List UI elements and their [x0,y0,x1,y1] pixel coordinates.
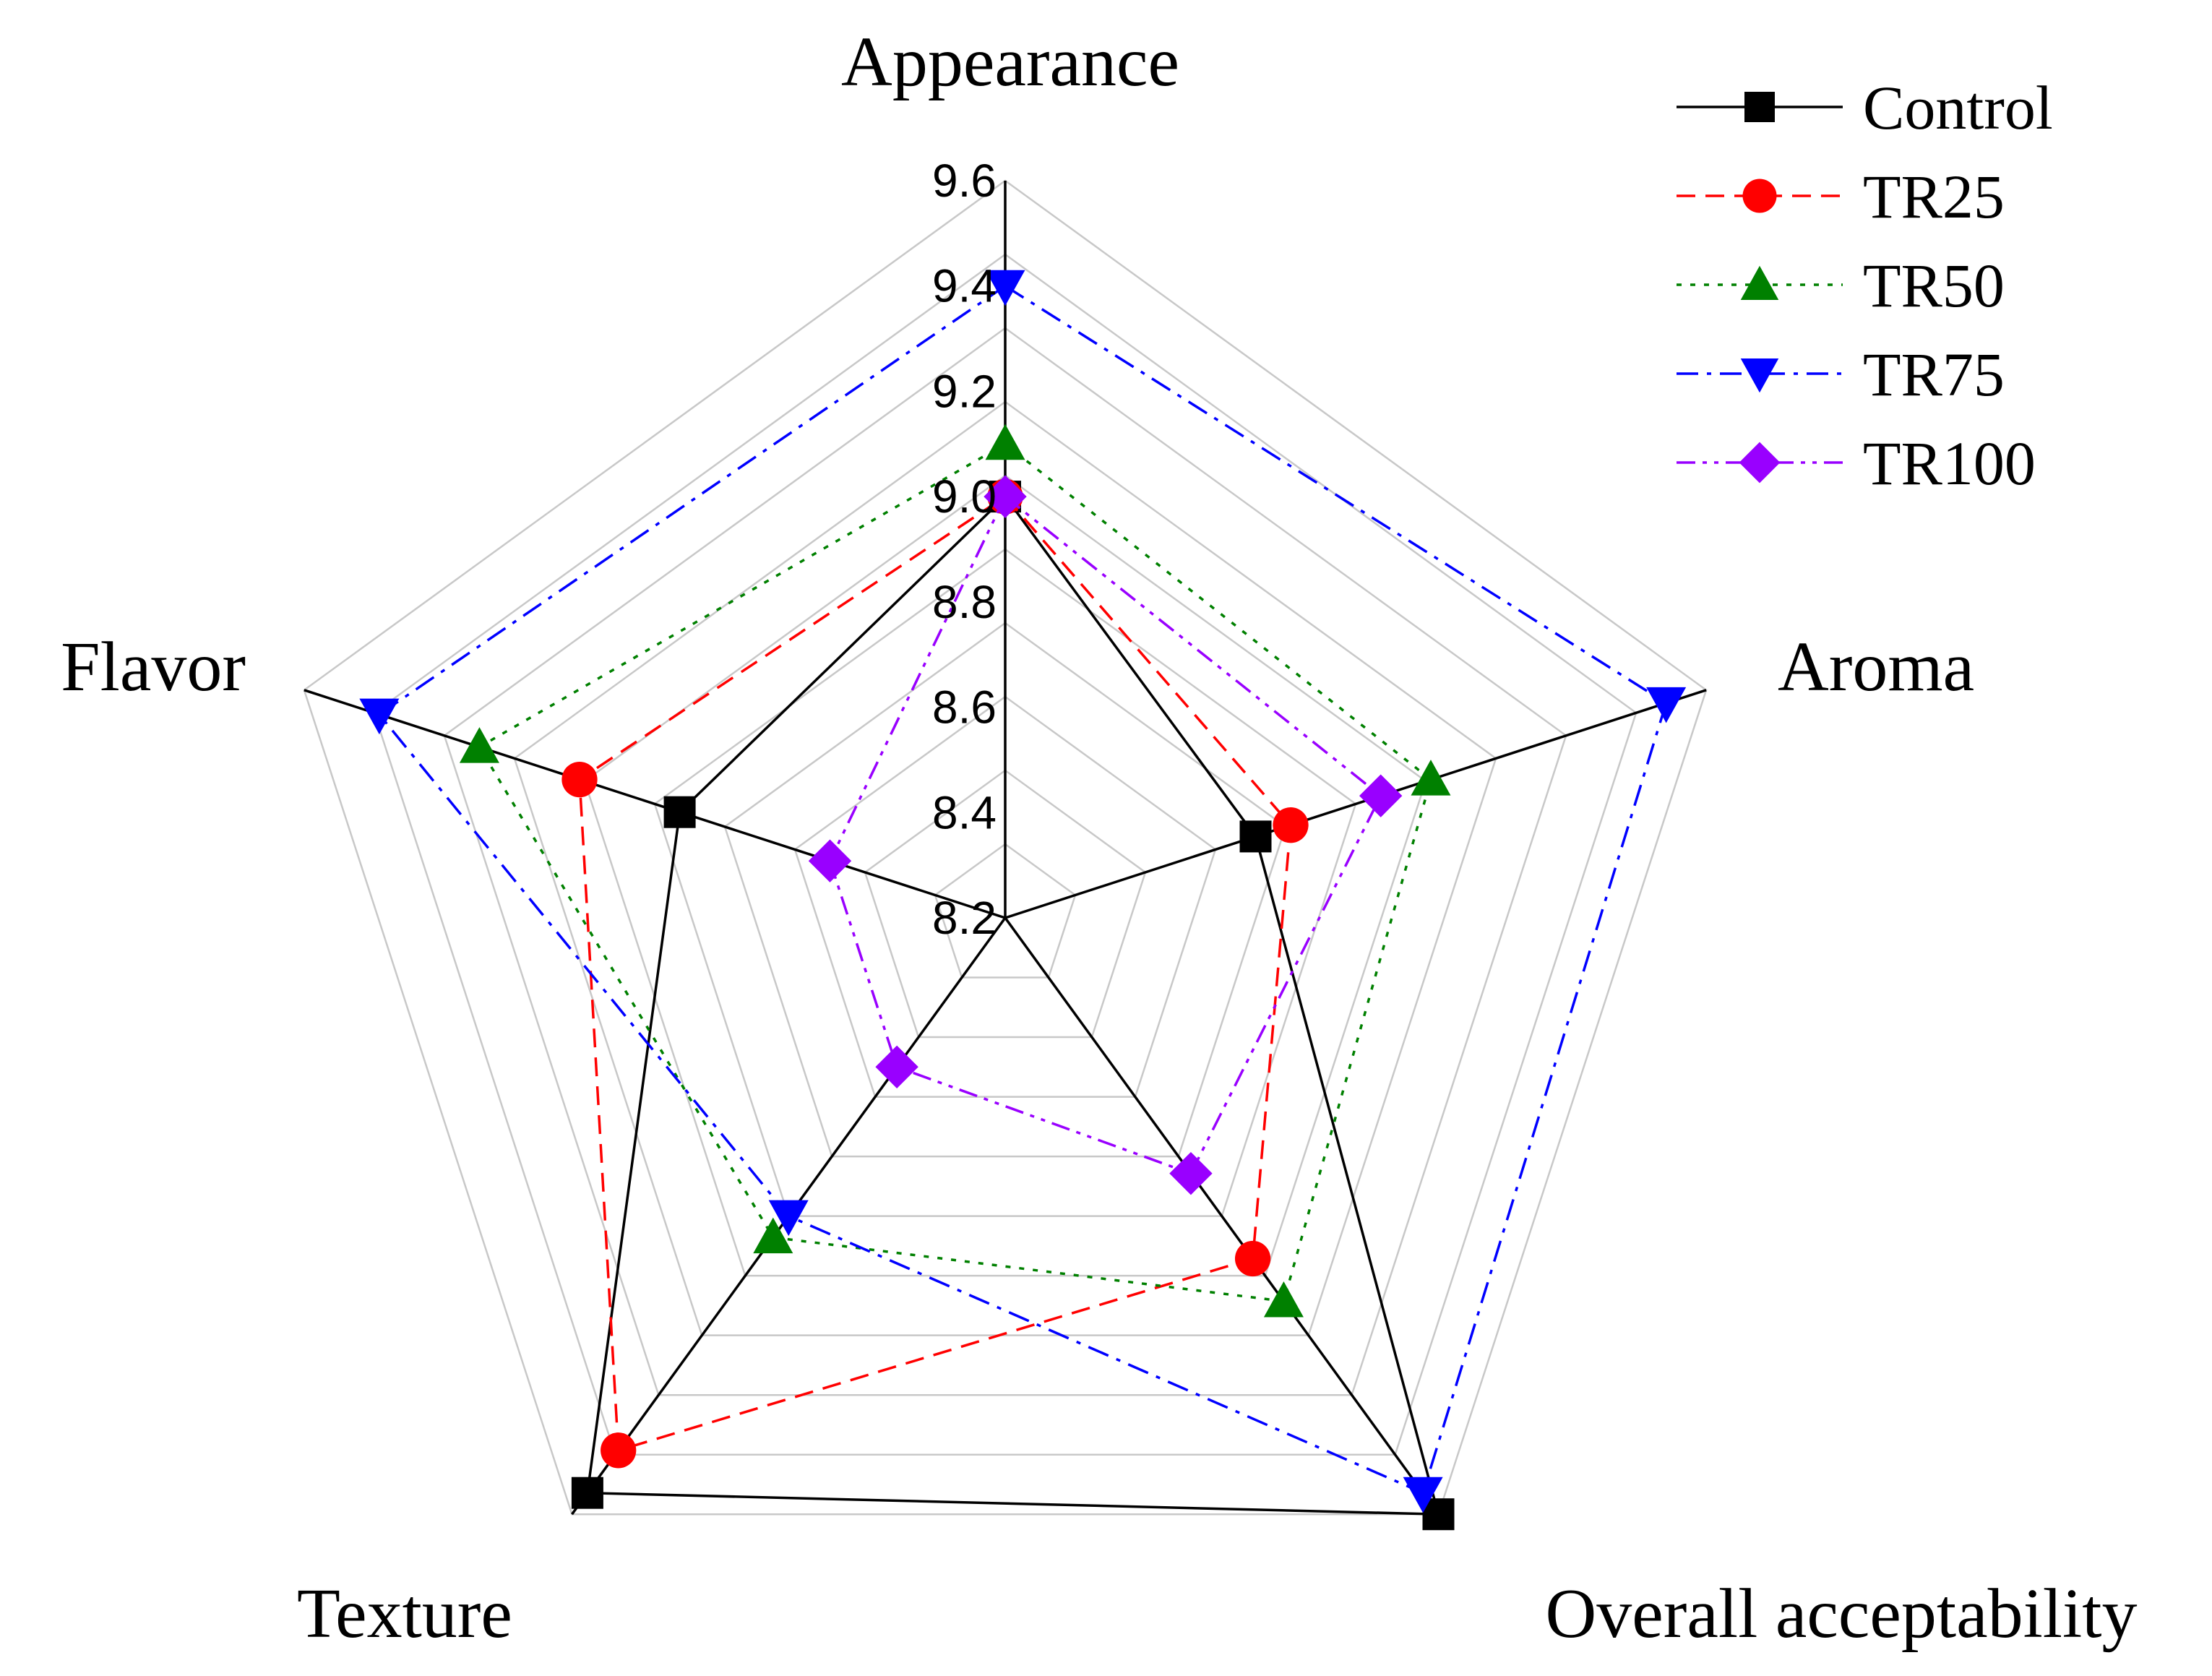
data-point-marker [571,1477,603,1509]
data-point-marker [984,475,1027,518]
grid-ring [443,327,1567,1396]
data-point-marker [985,424,1025,460]
legend-label: Control [1863,73,2053,142]
data-point-marker [359,698,400,735]
legend-item: TR100 [1677,429,2036,498]
data-point-marker [1359,774,1403,817]
data-point-marker [1169,1151,1213,1195]
series-line [828,494,1382,1175]
data-point-marker [768,1200,809,1237]
series-tr50 [459,424,1451,1318]
grid-ring [513,400,1497,1336]
data-point-marker [1740,265,1779,300]
category-label: Appearance [841,23,1179,101]
data-point-marker [1273,807,1309,843]
tick-label: 9.0 [932,470,997,523]
data-point-marker [808,839,852,882]
grid-ring [303,179,1708,1516]
series-line [585,494,1440,1516]
grid-ring [793,695,1217,1098]
tick-label: 8.2 [932,892,997,944]
data-point-marker [1739,442,1781,484]
series-tr100 [808,475,1403,1195]
data-point-marker [1742,179,1777,213]
legend-label: TR25 [1863,162,2005,231]
axis-spoke [304,689,1006,919]
legend-label: TR50 [1863,251,2005,320]
data-point-marker [561,761,598,798]
legend-item: Control [1677,73,2053,142]
grid-ring [934,843,1077,979]
series-control [571,481,1455,1531]
series-line [377,284,1668,1495]
data-point-marker [1411,760,1451,796]
data-point-marker [1646,687,1687,723]
data-point-marker [1239,820,1272,853]
radar-grid [303,179,1708,1516]
data-point-marker [985,270,1025,306]
data-point-marker [753,1217,793,1254]
grid-ring [373,253,1638,1456]
grid-ring [864,769,1147,1039]
category-label: Texture [297,1575,512,1653]
grid-ring [653,548,1357,1217]
series-tr75 [359,270,1687,1513]
data-point-marker [1234,1240,1271,1277]
data-point-marker [875,1045,918,1088]
tick-label: 9.4 [932,260,997,312]
legend-item: TR50 [1677,251,2005,320]
tick-label: 8.4 [932,786,997,838]
category-label: Overall acceptability [1546,1575,2138,1653]
data-point-marker [663,796,696,828]
grid-ring [723,622,1287,1158]
series-layer [359,270,1687,1531]
data-point-marker [601,1432,637,1469]
axis-spoke [1004,916,1439,1516]
category-label: Flavor [61,628,246,706]
legend-label: TR75 [1863,340,2005,409]
tick-label: 8.6 [932,682,997,734]
data-point-marker [1263,1281,1304,1318]
radial-tick-labels: 8.2 8.4 8.6 8.8 9.0 9.2 9.4 9.6 [932,155,997,944]
data-point-marker [459,727,499,763]
tick-label: 9.6 [932,155,997,207]
series-line [578,494,1292,1453]
tick-label: 9.2 [932,365,997,417]
data-point-marker [1744,92,1775,122]
legend-item: TR75 [1677,340,2005,409]
category-label: Aroma [1778,628,1974,706]
data-point-marker [1403,1477,1443,1513]
series-line [477,442,1433,1303]
tick-label: 8.8 [932,576,997,628]
legend-label: TR100 [1863,429,2036,498]
axis-spoke [1004,689,1707,919]
legend-item: TR25 [1677,162,2005,231]
data-point-marker [1740,358,1779,393]
